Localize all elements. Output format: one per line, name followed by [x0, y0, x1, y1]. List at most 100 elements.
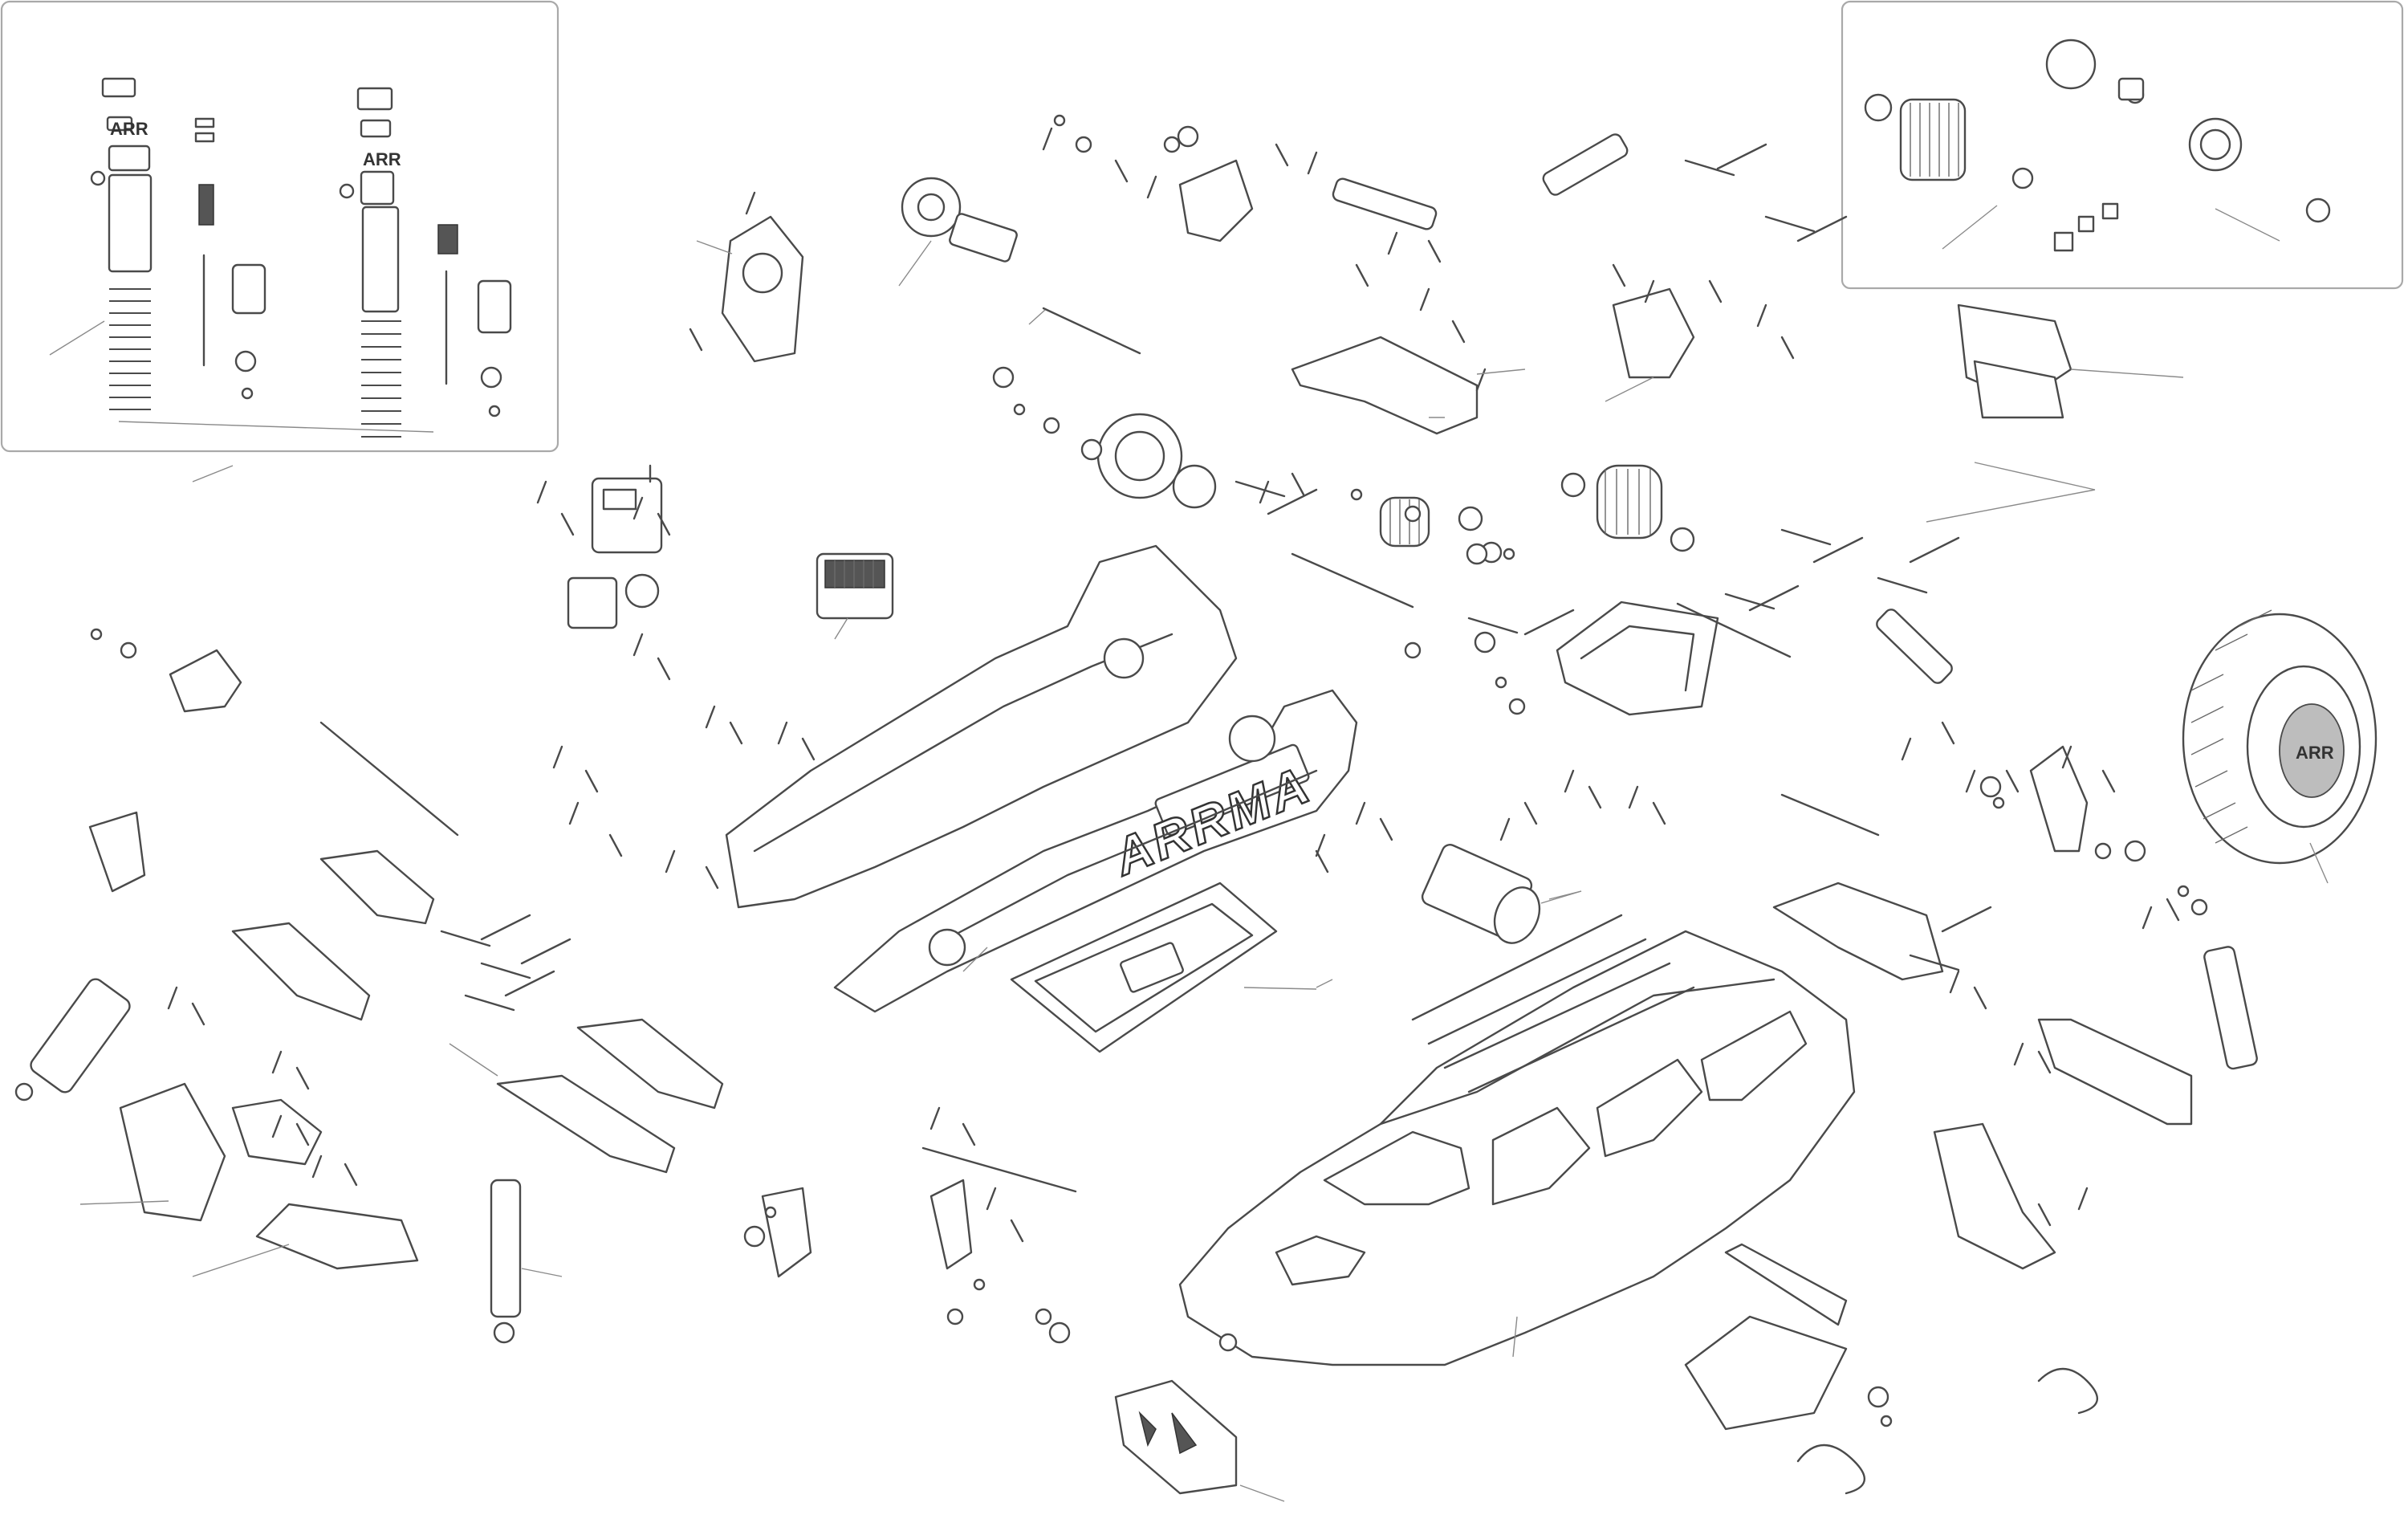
- chassis-brand-logo: ARRMA: [1104, 755, 1320, 886]
- screw: [1973, 986, 1987, 1010]
- wing: [1724, 1018, 2193, 1326]
- suspension-arm: [231, 336, 1944, 1174]
- screw: [167, 986, 178, 1010]
- screw: [1355, 263, 1369, 287]
- bearing: [1350, 488, 1363, 501]
- bearing: [2177, 885, 2190, 898]
- shock-assembly: [14, 946, 2258, 1344]
- bearing: [90, 628, 103, 641]
- screw: [191, 1002, 205, 1026]
- screw: [2013, 1042, 2024, 1066]
- bearing: [120, 641, 137, 659]
- screw: [1644, 279, 1655, 303]
- pin: [464, 994, 515, 1012]
- screw: [1379, 817, 1393, 841]
- screw: [271, 1114, 283, 1138]
- screw: [2037, 1050, 2052, 1074]
- spur-gear: [1096, 413, 1217, 509]
- rear-hub: [1178, 159, 1695, 379]
- screw: [1355, 801, 1366, 825]
- screw: [801, 737, 816, 761]
- pin: [1877, 576, 1928, 594]
- screw: [1941, 721, 1955, 745]
- bearing: [1043, 417, 1060, 434]
- screw: [271, 1050, 283, 1074]
- screw: [689, 328, 703, 352]
- bearing: [946, 1308, 964, 1325]
- pin: [480, 914, 531, 941]
- screw: [1387, 231, 1398, 255]
- steering-hub: [88, 649, 2089, 1278]
- rear-bumper: [1957, 303, 2072, 419]
- wheel-logo: ARR: [2296, 743, 2334, 763]
- screw: [633, 633, 644, 657]
- screw: [1949, 970, 1960, 994]
- screw: [1419, 287, 1430, 312]
- screw: [745, 191, 756, 215]
- pin: [1796, 215, 1848, 242]
- pin: [1716, 143, 1767, 170]
- hardware: [90, 114, 2208, 1427]
- screw: [633, 496, 644, 520]
- screw: [1010, 1219, 1024, 1243]
- pin: [1764, 215, 1816, 233]
- pin: [440, 930, 491, 947]
- tire-wheel: ARR: [2182, 609, 2377, 884]
- bearing: [743, 1225, 766, 1248]
- pin: [1724, 592, 1775, 610]
- screw: [1146, 175, 1157, 199]
- driveshaft: [1291, 133, 1953, 684]
- bearing: [1404, 641, 1422, 659]
- screw: [1756, 303, 1767, 328]
- bearing: [1503, 548, 1515, 560]
- screw: [552, 745, 563, 769]
- screw: [1612, 263, 1626, 287]
- screw: [1628, 785, 1639, 809]
- rear-diff: [1556, 601, 1719, 716]
- screw: [2142, 906, 2153, 930]
- shock-exploded-right: ARR: [339, 87, 512, 438]
- pin: [1267, 488, 1318, 515]
- screw: [1291, 472, 1305, 496]
- bearing: [1880, 1415, 1893, 1427]
- bearing: [1404, 505, 1422, 523]
- screw: [657, 657, 671, 681]
- pin: [480, 962, 531, 979]
- screw: [705, 865, 719, 890]
- screw: [777, 721, 788, 745]
- gearbox-cover: [721, 215, 804, 363]
- shock-logo-left: ARR: [110, 119, 148, 139]
- pin: [1748, 584, 1800, 612]
- bearing: [1466, 543, 1488, 565]
- bearing: [1048, 1321, 1071, 1344]
- screw: [986, 1187, 997, 1211]
- pin: [1467, 617, 1519, 634]
- motor: [1421, 844, 1582, 944]
- screw: [2166, 898, 2180, 922]
- screw: [1042, 127, 1053, 151]
- pin: [1909, 536, 1960, 564]
- bearing: [1495, 676, 1507, 689]
- leader-lines: [192, 240, 2184, 1277]
- front-bumper: [79, 1082, 323, 1222]
- front-diff: [1560, 464, 1695, 552]
- pin: [1235, 480, 1286, 498]
- screw: [657, 512, 671, 536]
- bearing: [992, 366, 1015, 389]
- shock-logo-right: ARR: [363, 149, 401, 169]
- pin: [1684, 159, 1735, 177]
- screw: [1780, 336, 1795, 360]
- screw: [1901, 737, 1912, 761]
- screw: [1275, 143, 1289, 167]
- screw: [2037, 1203, 2052, 1227]
- battery-tray: [1010, 882, 1317, 1053]
- bearing: [1508, 698, 1526, 715]
- pin: [1941, 906, 1992, 933]
- body-shell: [1178, 914, 1856, 1366]
- bearing: [1035, 1308, 1052, 1325]
- screw: [560, 512, 575, 536]
- screw: [311, 1154, 323, 1179]
- screw: [1427, 239, 1442, 263]
- screw: [295, 1122, 310, 1146]
